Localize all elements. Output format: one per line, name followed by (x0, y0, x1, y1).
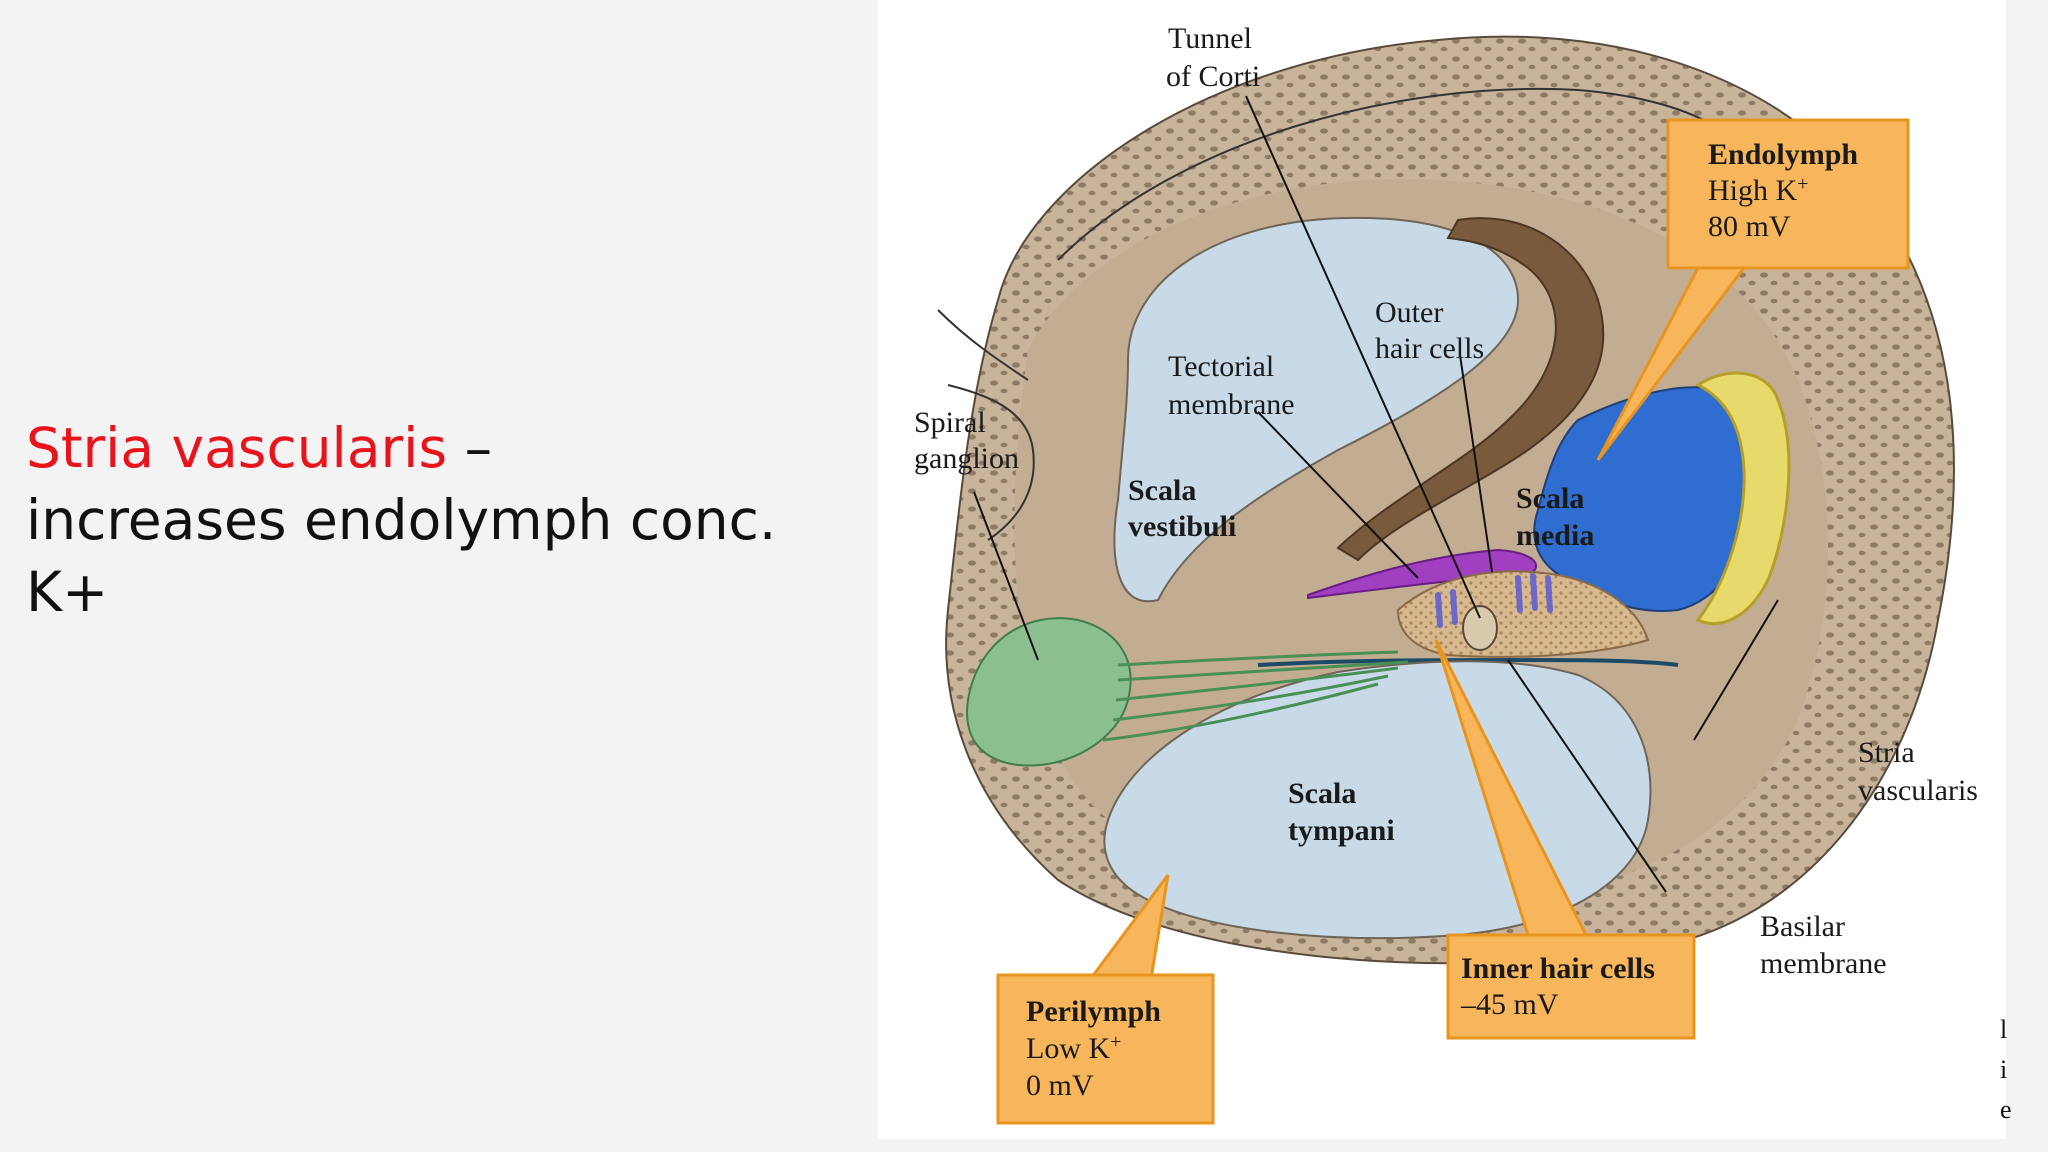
contour-line-2 (937, 309, 1029, 381)
endolymph-title: Endolymph (1708, 138, 1858, 171)
perilymph-line1: Low K+ (1026, 1031, 1121, 1065)
label-scala-tympani-1: Scala (1288, 777, 1356, 810)
edge-mark-1: l (2000, 1015, 2008, 1044)
perilymph-box (996, 973, 1215, 1125)
label-basilar-1: Basilar (1760, 910, 1845, 943)
label-spiral-2: ganglion (914, 442, 1019, 475)
label-scala-vestibuli-2: vestibuli (1128, 510, 1236, 543)
slide-dash: – (447, 416, 493, 480)
perilymph-title: Perilymph (1026, 995, 1161, 1028)
cochlea-diagram: Tunnel of Corti Outer hair cells Tectori… (878, 0, 2006, 1139)
tectorial-membrane-shape (1307, 548, 1537, 600)
perilymph-k: Low K (1026, 1032, 1110, 1065)
inner-hair-title: Inner hair cells (1461, 952, 1655, 985)
slide-line-1: Stria vascularis – (26, 412, 846, 484)
slide-text-block: Stria vascularis – increases endolymph c… (26, 412, 846, 628)
perilymph-sup: + (1110, 1031, 1121, 1053)
label-tunnel-1: Tunnel (1168, 22, 1252, 55)
basilar-membrane-shape (1257, 658, 1679, 667)
inner-hair-box (1446, 933, 1696, 1040)
label-outer-2: hair cells (1375, 332, 1484, 365)
cut-off-edge-text: l i e (2000, 1010, 2020, 1130)
leader-tectorial (1257, 411, 1419, 579)
endolymph-line2: 80 mV (1708, 210, 1791, 243)
leader-outer (1459, 354, 1493, 573)
edge-mark-2: i (2000, 1055, 2008, 1084)
tunnel-of-corti-shape (1462, 605, 1498, 651)
label-tunnel-2: of Corti (1166, 60, 1260, 93)
leader-spiral (973, 491, 1039, 661)
label-tectorial-1: Tectorial (1168, 350, 1274, 383)
inner-hair-line1: –45 mV (1460, 988, 1559, 1021)
slide-line-3: K+ (26, 560, 109, 624)
cochlea-svg: Tunnel of Corti Outer hair cells Tectori… (914, 22, 1978, 1125)
leader-stria (1693, 599, 1779, 741)
reissner-tube (1336, 217, 1605, 562)
endolymph-box (1666, 118, 1910, 270)
leader-basilar (1507, 659, 1667, 893)
label-spiral-1: Spiral (914, 406, 986, 439)
stria-vascularis-shape (1695, 371, 1791, 626)
edge-mark-3: e (2000, 1095, 2012, 1124)
scala-vestibuli-shape (1113, 216, 1520, 603)
slide-line-2: increases endolymph conc. (26, 488, 777, 552)
label-basilar-2: membrane (1760, 947, 1887, 980)
endolymph-line1: High K+ (1708, 173, 1808, 207)
perilymph-line2: 0 mV (1026, 1069, 1094, 1102)
contour-line-3 (947, 384, 1035, 541)
endolymph-k: High K (1708, 174, 1798, 207)
label-scala-media-2: media (1516, 519, 1594, 552)
label-stria-1: Stria (1858, 736, 1915, 769)
stria-vascularis-highlight: Stria vascularis (26, 416, 448, 480)
leader-tunnel (1245, 95, 1481, 619)
hair-cells-marks (1435, 573, 1553, 628)
nerve-fibers (1102, 650, 1409, 742)
label-outer-1: Outer (1375, 296, 1443, 329)
endolymph-sup: + (1797, 173, 1808, 195)
label-scala-vestibuli-1: Scala (1128, 474, 1196, 507)
label-scala-media-1: Scala (1516, 482, 1584, 515)
label-stria-2: vascularis (1858, 774, 1978, 807)
label-scala-tympani-2: tympani (1288, 814, 1395, 847)
label-tectorial-2: membrane (1168, 388, 1295, 421)
